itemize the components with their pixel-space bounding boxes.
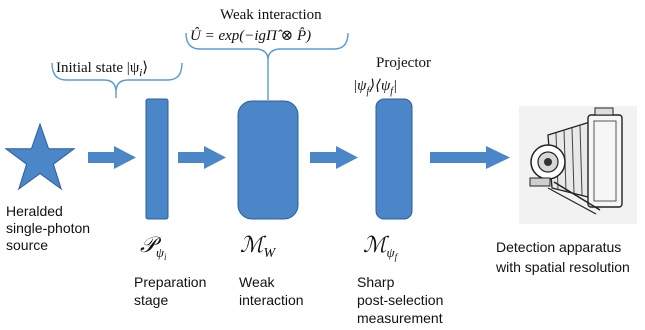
weak-interaction-element: [237, 100, 299, 220]
initial-state-label: Initial state |ψi⟩: [56, 60, 148, 79]
projector-operator: ℳψf: [363, 232, 399, 262]
projector-formula: |ψf⟩⟨ψf|: [353, 78, 397, 97]
beam-arrow-4: [430, 146, 510, 169]
projector-element: [375, 98, 413, 220]
preparation-element: [145, 98, 169, 220]
weak-operator: ℳW: [240, 232, 277, 261]
initial-state-bracket: [51, 62, 183, 98]
source-label: Heralded single-photon source: [6, 203, 94, 253]
weak-caption: Weak interaction: [239, 274, 304, 308]
beam-arrow-1: [88, 146, 136, 169]
beam-arrow-2: [178, 146, 226, 169]
projector-title: Projector: [376, 55, 431, 71]
weak-interaction-formula: Û = exp(−igΠ̂ ⊗ P̂): [190, 27, 311, 44]
photon-source-star: [4, 122, 76, 191]
projector-caption: Sharp post-selection measurement: [357, 274, 447, 326]
preparation-caption: Preparation stage: [134, 274, 210, 308]
weak-interaction-title: Weak interaction: [220, 7, 322, 23]
beam-arrow-3: [310, 146, 358, 169]
weak-interaction-bracket: [185, 32, 349, 100]
preparation-operator: 𝒫ψi: [140, 232, 167, 262]
detector-caption: Detection apparatus with spatial resolut…: [495, 239, 630, 275]
camera-icon: [519, 106, 637, 224]
